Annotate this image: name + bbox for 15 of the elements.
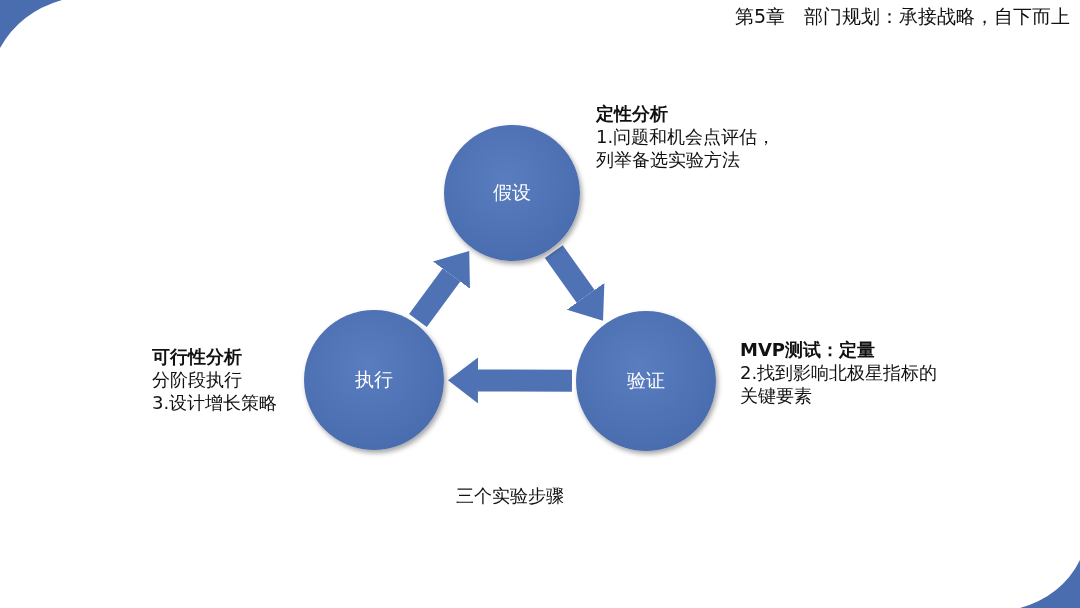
annotation-heading: 可行性分析 [152, 345, 242, 368]
block-arrow [409, 250, 470, 327]
annotation-text: 2.找到影响北极星指标的关键要素 [740, 361, 938, 407]
annotation-text: 分阶段执行 [152, 368, 242, 391]
page-title: 第5章 部门规划：承接战略，自下而上 [734, 4, 1070, 29]
step-label: 执行 [355, 367, 393, 392]
annotation-text: 1.问题和机会点评估，列举备选实验方法 [596, 125, 776, 171]
diagram-caption: 三个实验步骤 [456, 484, 564, 508]
step-label: 验证 [627, 368, 665, 393]
step-label: 假设 [493, 180, 531, 205]
annotation-heading: 定性分析 [596, 102, 668, 125]
annotation-text: 3.设计增长策略 [152, 391, 278, 414]
block-arrow [544, 245, 605, 321]
block-arrow [448, 357, 573, 404]
annotation-heading: MVP测试：定量 [740, 338, 876, 361]
